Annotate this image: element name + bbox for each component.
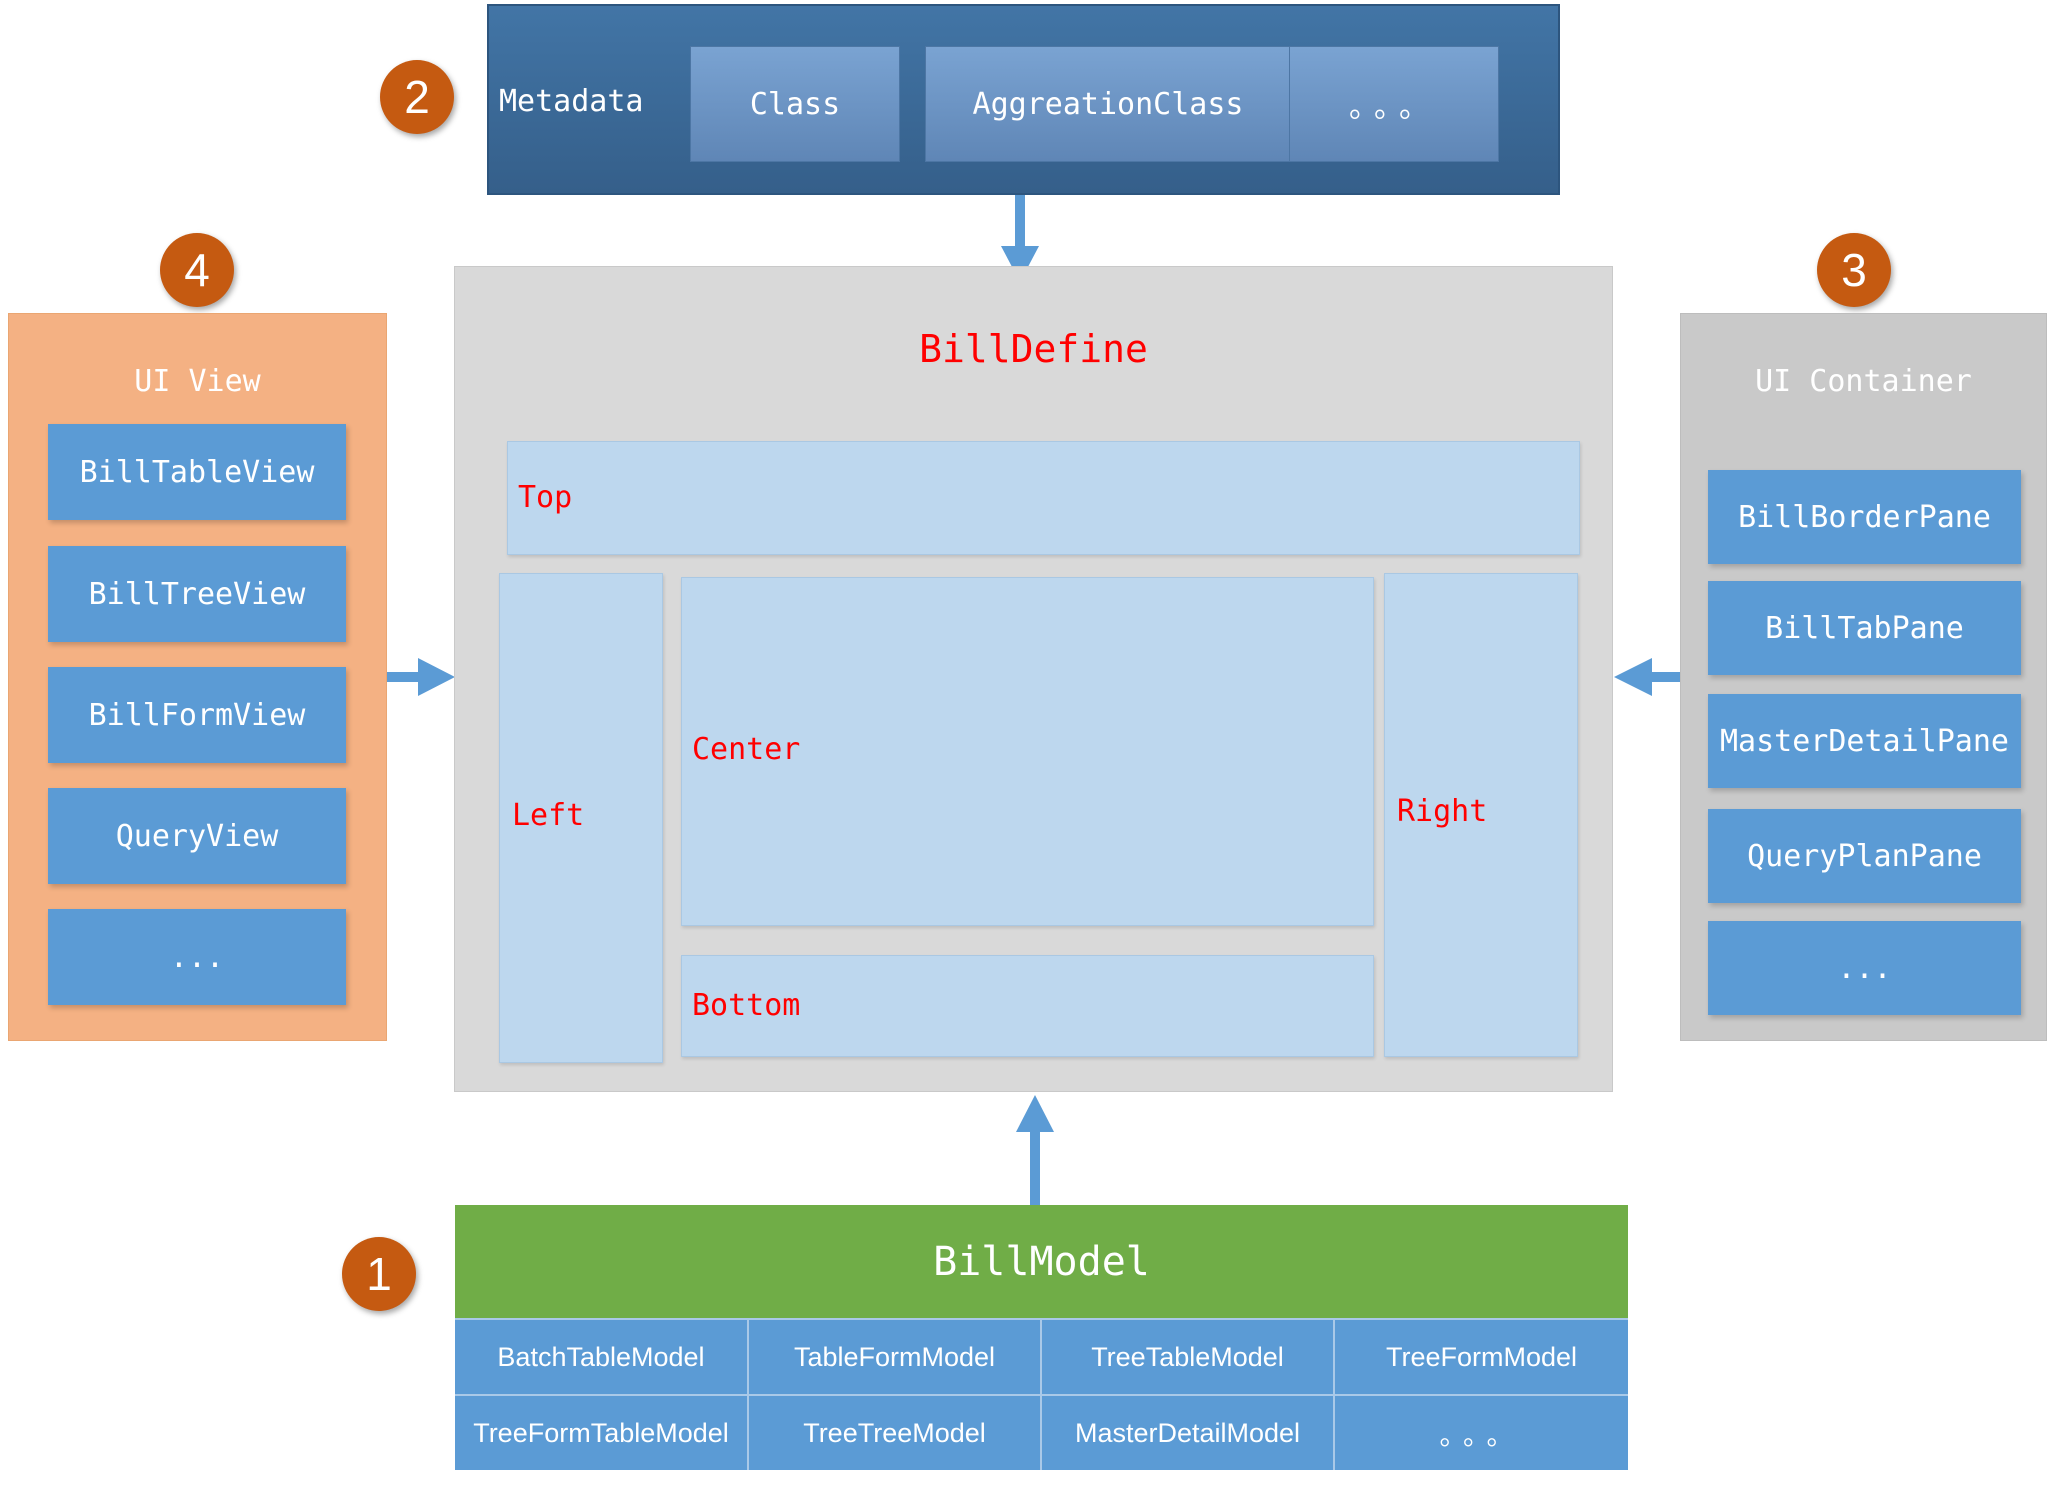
region-bottom: Bottom [681,955,1374,1057]
metadata-item-aggreationclass: AggreationClass [925,46,1291,162]
metadata-item-class: Class [690,46,900,162]
model-cell-treeformmodel: TreeFormModel [1335,1318,1628,1394]
arrow-billmodel-to-billdefine [1030,1130,1040,1205]
ui-view-item-billtableview: BillTableView [48,424,346,520]
model-cell-masterdetailmodel: MasterDetailModel [1042,1394,1335,1470]
ui-view-item-billformview: BillFormView [48,667,346,763]
region-top: Top [507,441,1580,555]
badge-1: 1 [342,1237,416,1311]
ui-container-item-queryplanpane: QueryPlanPane [1708,809,2021,903]
region-right-label: Right [1397,794,1488,829]
region-left-label: Left [512,798,585,833]
arrow-billmodel-to-billdefine-head [1016,1095,1054,1132]
region-left: Left [499,573,663,1063]
ui-container-item-masterdetailpane: MasterDetailPane [1708,694,2021,788]
billdefine-title: BillDefine [919,327,1148,371]
arrow-metadata-to-billdefine-head [1001,246,1039,282]
metadata-item-more: 。。。 [1289,46,1499,162]
ui-container-title: UI Container [1755,364,1972,399]
ui-container-item-billborderpane: BillBorderPane [1708,470,2021,564]
model-cell-more: 。。。 [1335,1394,1628,1470]
billdefine-panel: BillDefine Top Left Center Bottom Right [454,266,1613,1092]
ui-view-item-billtreeview: BillTreeView [48,546,346,642]
model-cell-batchtablemodel: BatchTableModel [455,1318,749,1394]
arrow-metadata-to-billdefine [1015,193,1025,248]
arrow-uiview-to-billdefine [380,672,422,682]
ui-container-item-more: ... [1708,921,2021,1015]
model-cell-treeformtablemodel: TreeFormTableModel [455,1394,749,1470]
ui-view-panel: UI View BillTableView BillTreeView BillF… [8,313,387,1041]
region-center-label: Center [692,732,801,767]
ui-view-item-queryview: QueryView [48,788,346,884]
model-cell-treetreemodel: TreeTreeModel [749,1394,1042,1470]
model-cell-treetablemodel: TreeTableModel [1042,1318,1335,1394]
region-right: Right [1384,573,1578,1057]
badge-2: 2 [380,60,454,134]
region-center: Center [681,577,1374,926]
arrow-uicontainer-to-billdefine [1648,672,1686,682]
billmodel-title: BillModel [455,1205,1628,1318]
region-bottom-label: Bottom [692,988,801,1023]
ui-view-item-more: ... [48,909,346,1005]
region-top-label: Top [518,480,573,515]
badge-4: 4 [160,233,234,307]
billmodel-panel: BillModel BatchTableModel TableFormModel… [455,1205,1628,1475]
arrow-uiview-to-billdefine-head [418,658,455,696]
ui-container-item-billtabpane: BillTabPane [1708,581,2021,675]
ui-view-title: UI View [134,364,261,399]
ui-container-panel: UI Container BillBorderPane BillTabPane … [1680,313,2047,1041]
arrow-uicontainer-to-billdefine-head [1614,658,1652,696]
badge-3: 3 [1817,233,1891,307]
metadata-label: Metadata [499,84,644,119]
model-cell-tableformmodel: TableFormModel [749,1318,1042,1394]
metadata-panel: Metadata Class AggreationClass 。。。 [487,4,1560,195]
